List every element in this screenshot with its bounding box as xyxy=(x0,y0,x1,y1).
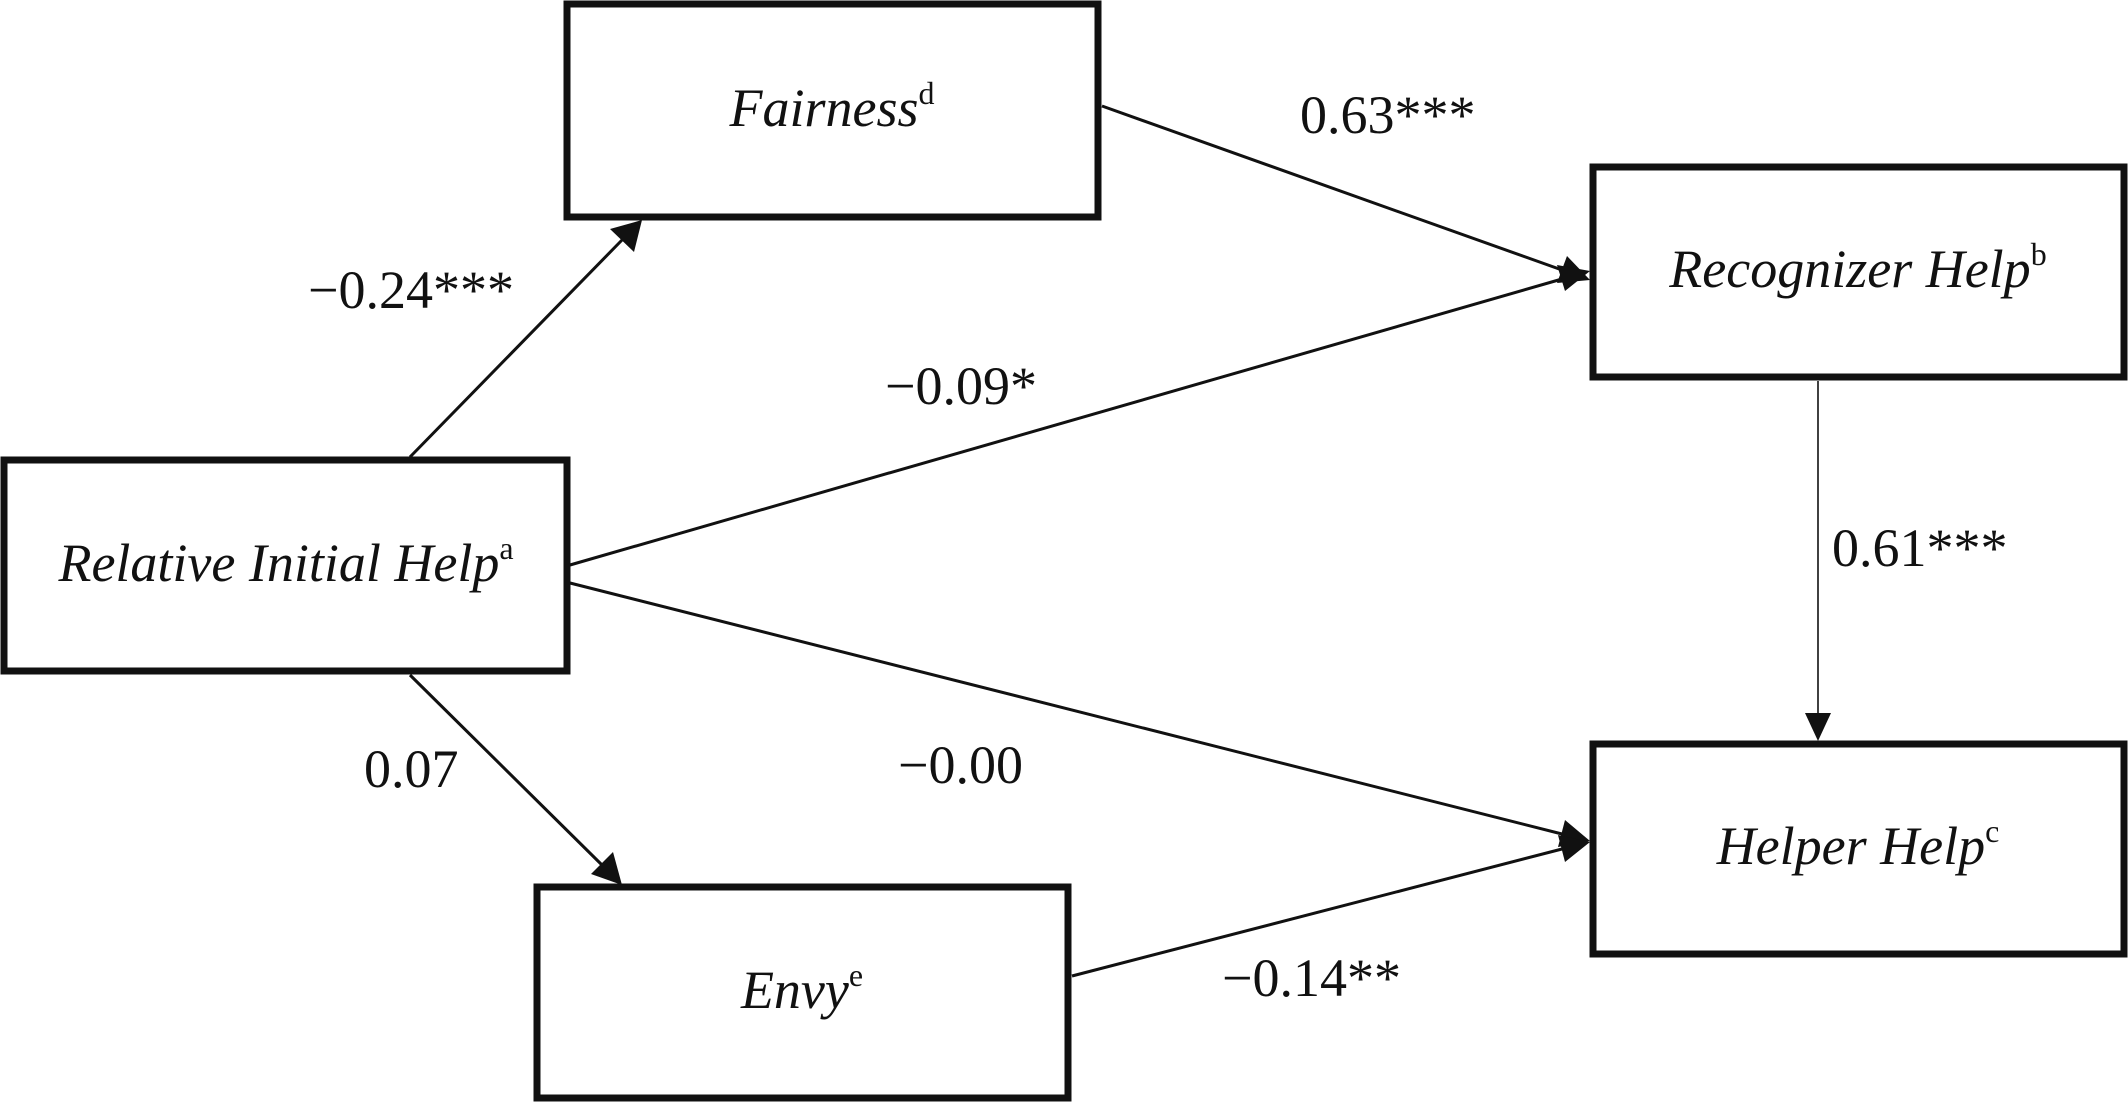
node-label: Envy xyxy=(740,960,849,1020)
node-helper-help: Helper Helpc xyxy=(1589,740,2128,958)
arrowhead-recognizer-to-helper xyxy=(1805,713,1831,741)
node-box xyxy=(0,456,571,675)
node-label: Relative Initial Help xyxy=(57,533,499,593)
arrowhead-relative-to-recognizer xyxy=(1557,265,1590,291)
node-superscript: d xyxy=(919,75,935,111)
edge-relative-to-envy xyxy=(408,673,604,867)
coef-recognizer-to-helper: 0.61*** xyxy=(1832,518,2008,578)
svg-text:Recognizer Helpb: Recognizer Helpb xyxy=(1668,236,2046,299)
arrowhead-relative-to-fairness xyxy=(610,220,642,252)
coefficients: −0.24*** 0.63*** −0.09* 0.61*** 0.07 −0.… xyxy=(308,85,2008,1008)
node-label: Helper Help xyxy=(1716,816,1985,876)
coef-fairness-to-recognizer: 0.63*** xyxy=(1300,85,1476,145)
svg-text:Helper Helpc: Helper Helpc xyxy=(1716,813,2000,876)
node-superscript: e xyxy=(849,957,863,993)
node-superscript: a xyxy=(499,530,513,566)
node-box xyxy=(1589,740,2128,958)
edge-relative-to-helper xyxy=(569,581,1563,836)
edge-relative-to-fairness xyxy=(408,238,624,459)
svg-text:Relative Initial Helpa: Relative Initial Helpa xyxy=(57,530,513,593)
coef-relative-to-fairness: −0.24*** xyxy=(308,260,514,320)
node-superscript: c xyxy=(1985,813,1999,849)
node-recognizer-help: Recognizer Helpb xyxy=(1589,163,2128,381)
node-relative-initial-help: Relative Initial Helpa xyxy=(0,456,571,675)
edge-relative-to-recognizer xyxy=(569,277,1563,567)
coef-relative-to-envy: 0.07 xyxy=(364,739,459,799)
edge-fairness-to-recognizer xyxy=(1101,104,1563,272)
coef-envy-to-helper: −0.14** xyxy=(1222,948,1401,1008)
node-box xyxy=(563,0,1102,221)
node-box xyxy=(1589,163,2128,381)
node-label: Recognizer Help xyxy=(1668,239,2030,299)
svg-text:Envye: Envye xyxy=(740,957,863,1020)
edges xyxy=(408,104,1831,978)
node-box xyxy=(533,883,1072,1102)
node-label: Fairness xyxy=(729,78,919,138)
node-superscript: b xyxy=(2031,236,2047,272)
svg-text:Fairnessd: Fairnessd xyxy=(729,75,935,138)
coef-relative-to-helper: −0.00 xyxy=(898,735,1023,795)
node-envy: Envye xyxy=(533,883,1072,1102)
coef-relative-to-recognizer: −0.09* xyxy=(885,356,1037,416)
edge-envy-to-helper xyxy=(1071,847,1563,978)
node-fairness: Fairnessd xyxy=(563,0,1102,221)
arrowhead-relative-to-envy xyxy=(591,852,622,885)
arrowhead-envy-to-helper xyxy=(1558,835,1590,862)
